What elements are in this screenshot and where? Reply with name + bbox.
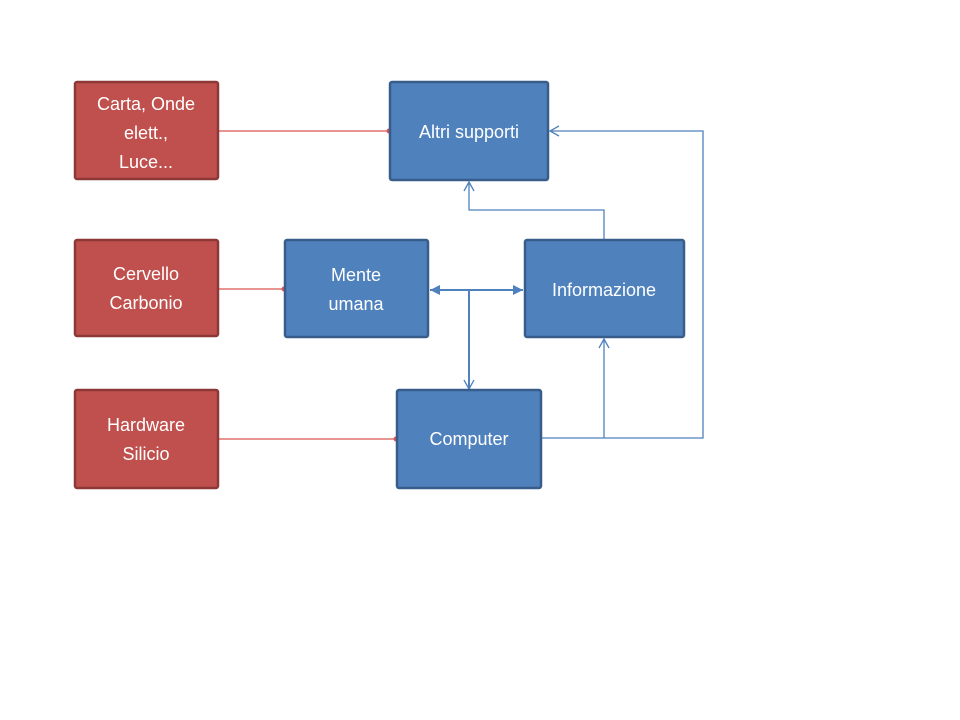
box-label: Informazione — [552, 280, 656, 300]
box-label: elett., — [124, 123, 168, 143]
box-label: Carta, Onde — [97, 94, 195, 114]
box-altri-supporti: Altri supporti — [388, 80, 550, 182]
box-computer: Computer — [395, 388, 543, 490]
box-label: Computer — [429, 429, 508, 449]
box-mente-umana: Mente umana — [283, 238, 430, 339]
box-label: Silicio — [122, 444, 169, 464]
box-label: Mente — [331, 265, 381, 285]
box-label: Hardware — [107, 415, 185, 435]
svg-text:Altri supporti: Altri supporti — [419, 122, 519, 142]
arrow-computer-to-altri — [541, 125, 704, 439]
box-label: Cervello — [113, 264, 179, 284]
box-informazione: Informazione — [523, 238, 686, 339]
svg-text:Informazione: Informazione — [552, 280, 656, 300]
box-label: Carbonio — [109, 293, 182, 313]
svg-text:Computer: Computer — [429, 429, 508, 449]
box-label: Altri supporti — [419, 122, 519, 142]
box-label: Luce... — [119, 152, 173, 172]
box-label: umana — [328, 294, 384, 314]
box-carta-onde-luce: Carta, Onde elett., Luce... — [73, 80, 220, 181]
arrow-informazione-to-altri — [463, 180, 605, 240]
